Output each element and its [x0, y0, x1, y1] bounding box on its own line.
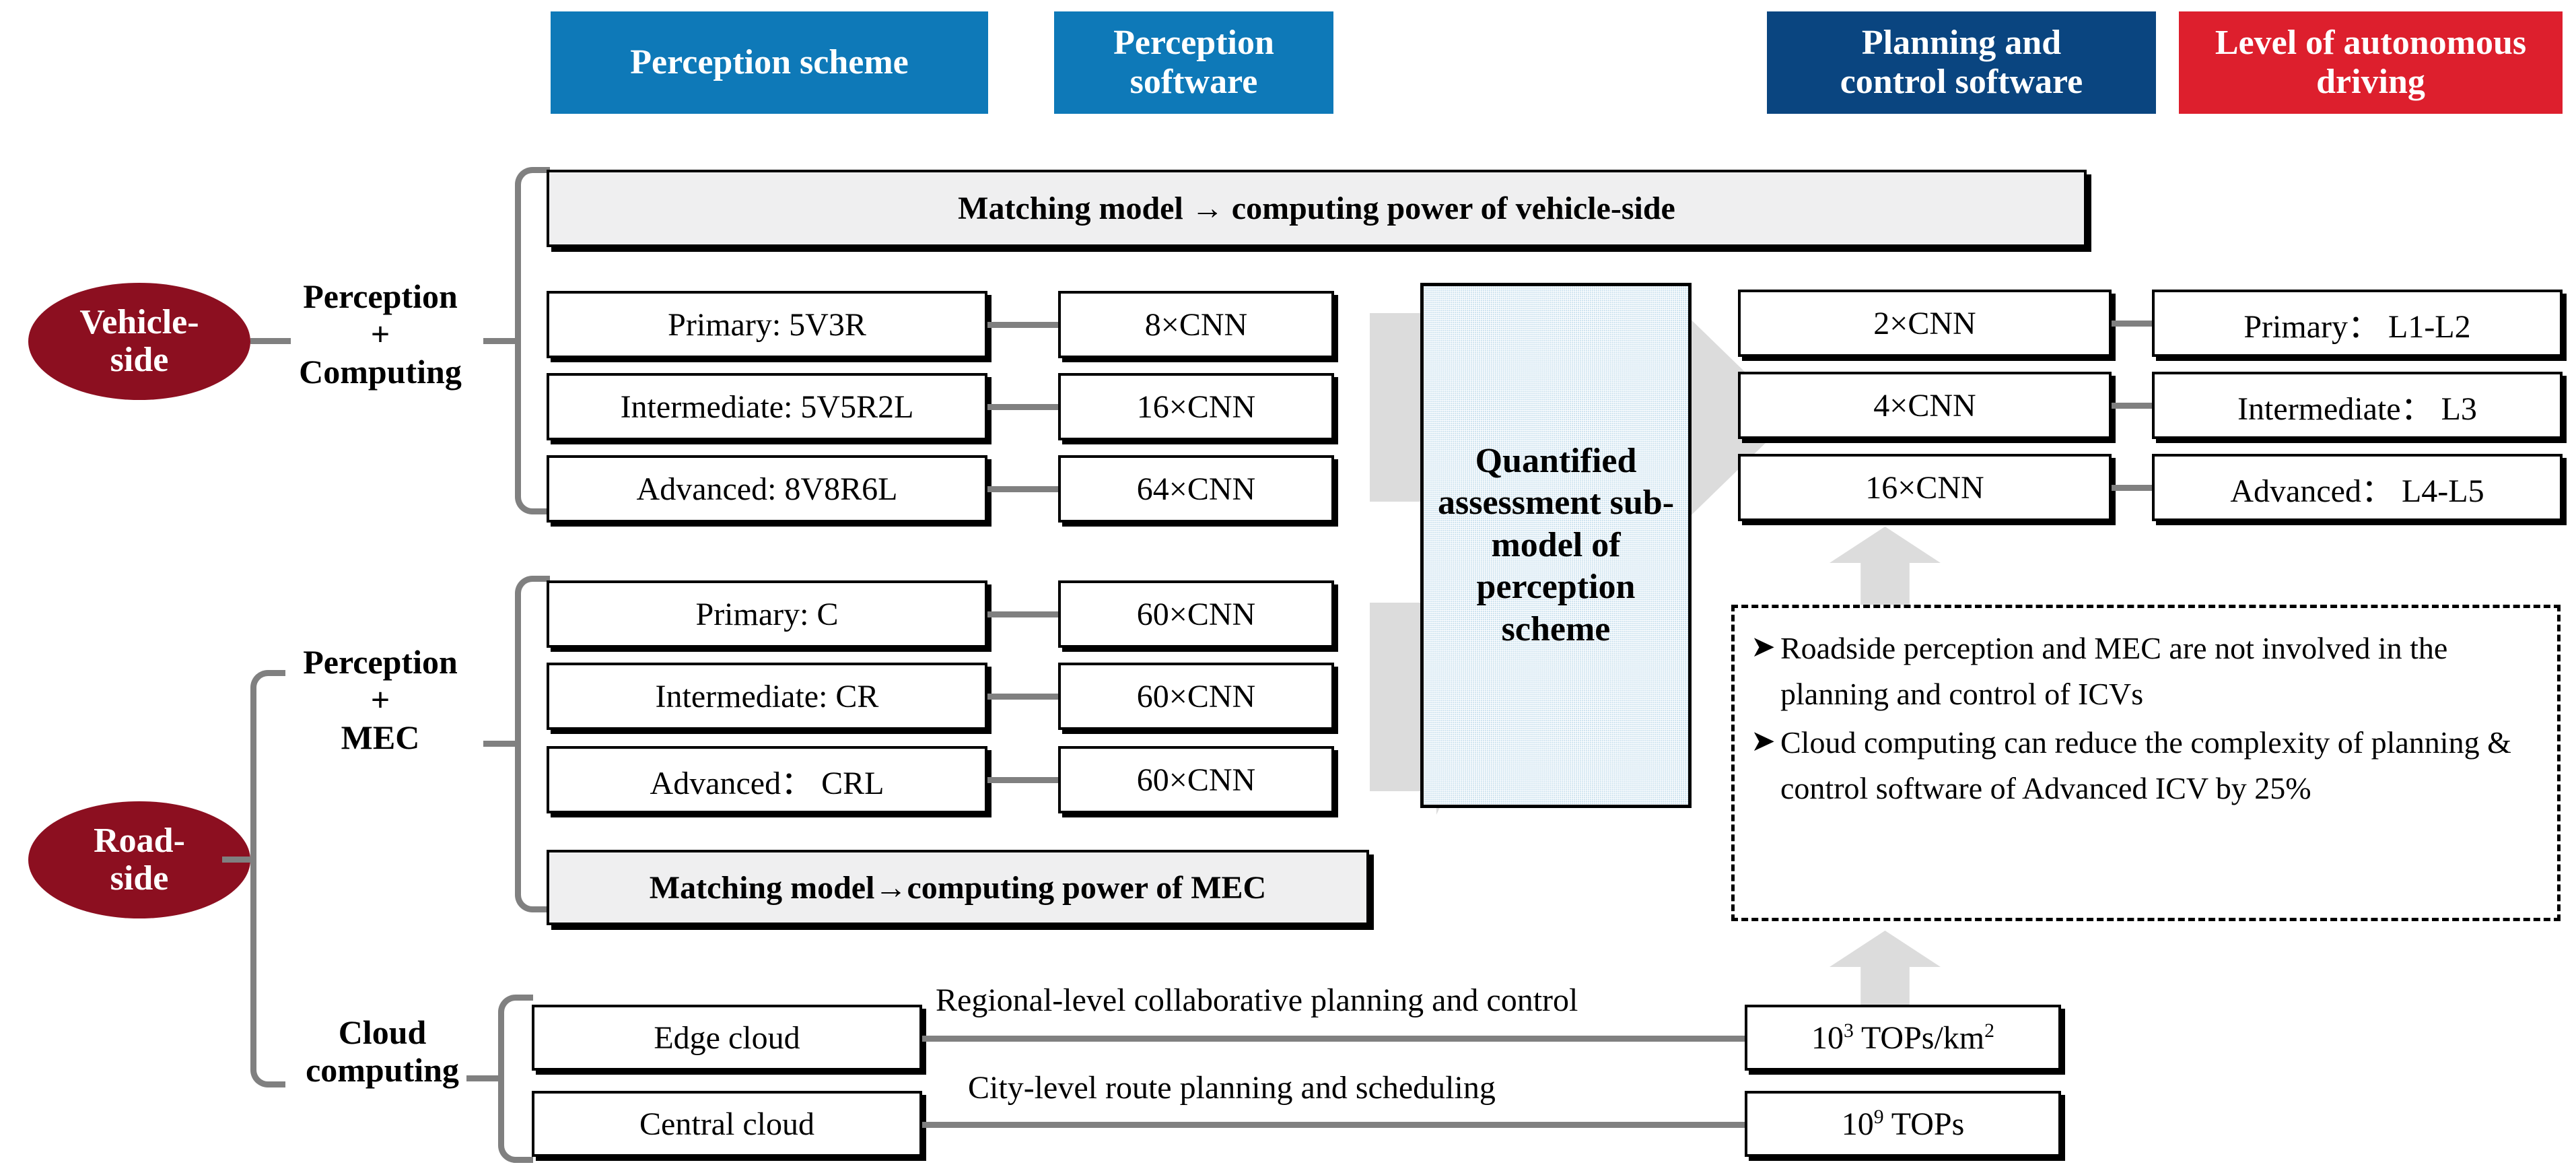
- box-level-advanced: Advanced： L4-L5: [2152, 454, 2563, 521]
- box-label: 60×CNN: [1136, 678, 1256, 714]
- box-planning-software-advanced: 16×CNN: [1738, 454, 2112, 521]
- note-list-item: ➤ Cloud computing can reduce the complex…: [1751, 720, 2534, 811]
- connector-software-to-level: [2112, 321, 2152, 327]
- box-label: 60×CNN: [1136, 762, 1256, 798]
- box-label: Matching model→computing power of MEC: [649, 869, 1267, 906]
- bracket-cloud-group: [498, 995, 533, 1163]
- connector-central-cloud-to-capacity: [922, 1122, 1745, 1128]
- box-label: Intermediate: 5V5R2L: [620, 389, 914, 425]
- box-label: Primary： L1-L2: [2243, 309, 2471, 345]
- box-software-vehicle-intermediate: 16×CNN: [1058, 373, 1334, 440]
- box-edge-cloud-capacity: 103 TOPs/km2: [1745, 1005, 2061, 1071]
- node-road-side: Road-side: [28, 801, 250, 918]
- header-label: Perception scheme: [630, 42, 909, 81]
- box-label: 64×CNN: [1136, 471, 1256, 507]
- box-software-vehicle-advanced: 64×CNN: [1058, 455, 1334, 523]
- box-label: Advanced: 8V8R6L: [636, 471, 898, 507]
- box-quantified-assessment-submodel: Quantified assessment sub-model of perce…: [1420, 283, 1692, 808]
- note-list-item: ➤ Roadside perception and MEC are not in…: [1751, 626, 2534, 717]
- connector-edge-cloud-to-capacity: [922, 1036, 1745, 1042]
- bullet-arrow-icon: ➤: [1751, 630, 1776, 663]
- box-label: Advanced： L4-L5: [2230, 473, 2484, 509]
- connector-scheme-to-software: [987, 611, 1058, 617]
- box-label: Intermediate: CR: [655, 678, 879, 714]
- capacity-value: 103 TOPs/km2: [1811, 1019, 1995, 1056]
- box-scheme-roadside-advanced: Advanced： CRL: [547, 746, 987, 813]
- up-block-arrow: [1830, 931, 1941, 1011]
- box-label: Intermediate： L3: [2237, 391, 2477, 427]
- box-label: Primary: 5V3R: [668, 306, 866, 343]
- capacity-value: 109 TOPs: [1841, 1105, 1965, 1142]
- connector-scheme-to-software: [987, 404, 1058, 410]
- note-item-text: Roadside perception and MEC are not invo…: [1780, 631, 2448, 712]
- bracket-mec-group: [515, 576, 550, 912]
- note-item-text: Cloud computing can reduce the complexit…: [1780, 725, 2511, 806]
- connector-mec-bracket-stub: [483, 741, 518, 747]
- box-software-roadside-primary: 60×CNN: [1058, 580, 1334, 648]
- node-vehicle-side: Vehicle-side: [28, 283, 250, 400]
- box-scheme-roadside-primary: Primary: C: [547, 580, 987, 648]
- box-label: 16×CNN: [1865, 469, 1984, 506]
- note-box-observations: ➤ Roadside perception and MEC are not in…: [1731, 605, 2561, 921]
- label-central-cloud-link: City-level route planning and scheduling: [968, 1070, 1496, 1106]
- box-scheme-vehicle-primary: Primary: 5V3R: [547, 291, 987, 358]
- box-planning-software-primary: 2×CNN: [1738, 290, 2112, 357]
- bracket-roadside: [250, 670, 285, 1087]
- node-label: Road-side: [94, 821, 185, 898]
- box-label: Quantified assessment sub-model of perce…: [1437, 442, 1675, 648]
- box-matching-model-vehicle: Matching model → computing power of vehi…: [547, 170, 2087, 247]
- connector-scheme-to-software: [987, 694, 1058, 700]
- node-label: Vehicle-side: [79, 302, 199, 379]
- box-software-roadside-advanced: 60×CNN: [1058, 746, 1334, 813]
- box-label: 60×CNN: [1136, 596, 1256, 632]
- box-matching-model-mec: Matching model→computing power of MEC: [547, 850, 1369, 925]
- box-central-cloud: Central cloud: [532, 1091, 922, 1157]
- box-scheme-vehicle-intermediate: Intermediate: 5V5R2L: [547, 373, 987, 440]
- box-scheme-roadside-intermediate: Intermediate: CR: [547, 663, 987, 730]
- box-level-primary: Primary： L1-L2: [2152, 290, 2563, 357]
- group-label-text: Perception+MEC: [303, 643, 458, 756]
- box-planning-software-intermediate: 4×CNN: [1738, 372, 2112, 439]
- connector-software-to-level: [2112, 485, 2152, 491]
- box-scheme-vehicle-advanced: Advanced: 8V8R6L: [547, 455, 987, 523]
- bullet-arrow-icon: ➤: [1751, 725, 1776, 758]
- connector-software-to-level: [2112, 403, 2152, 409]
- group-label-text: Perception+Computing: [299, 277, 462, 391]
- connector-vehicle-bracket-stub: [483, 338, 518, 344]
- box-label: 4×CNN: [1873, 387, 1976, 424]
- connector-cloud-bracket-stub: [466, 1075, 501, 1081]
- box-edge-cloud: Edge cloud: [532, 1005, 922, 1071]
- connector-scheme-to-software: [987, 777, 1058, 783]
- connector-scheme-to-software: [987, 322, 1058, 328]
- group-label-perception-mec: Perception+MEC: [279, 643, 481, 756]
- box-label: 2×CNN: [1873, 305, 1976, 341]
- box-label: Primary: C: [695, 596, 839, 632]
- connector-roadside-stub: [222, 857, 256, 863]
- box-level-intermediate: Intermediate： L3: [2152, 372, 2563, 439]
- header-perception-scheme: Perception scheme: [551, 11, 988, 114]
- box-label: Advanced： CRL: [650, 766, 884, 801]
- box-label: Central cloud: [639, 1106, 814, 1142]
- box-label: Matching model → computing power of vehi…: [958, 191, 1675, 226]
- up-block-arrow: [1830, 527, 1941, 607]
- connector-vehicle-stub: [250, 338, 291, 344]
- group-label-perception-computing: Perception+Computing: [279, 277, 481, 391]
- box-software-roadside-intermediate: 60×CNN: [1058, 663, 1334, 730]
- box-software-vehicle-primary: 8×CNN: [1058, 291, 1334, 358]
- box-label: 8×CNN: [1144, 306, 1248, 343]
- box-label: 16×CNN: [1136, 389, 1256, 425]
- bracket-vehicle-group: [515, 167, 550, 514]
- connector-scheme-to-software: [987, 486, 1058, 492]
- label-edge-cloud-link: Regional-level collaborative planning an…: [936, 982, 1578, 1018]
- box-label: Edge cloud: [654, 1019, 800, 1056]
- box-central-cloud-capacity: 109 TOPs: [1745, 1091, 2061, 1157]
